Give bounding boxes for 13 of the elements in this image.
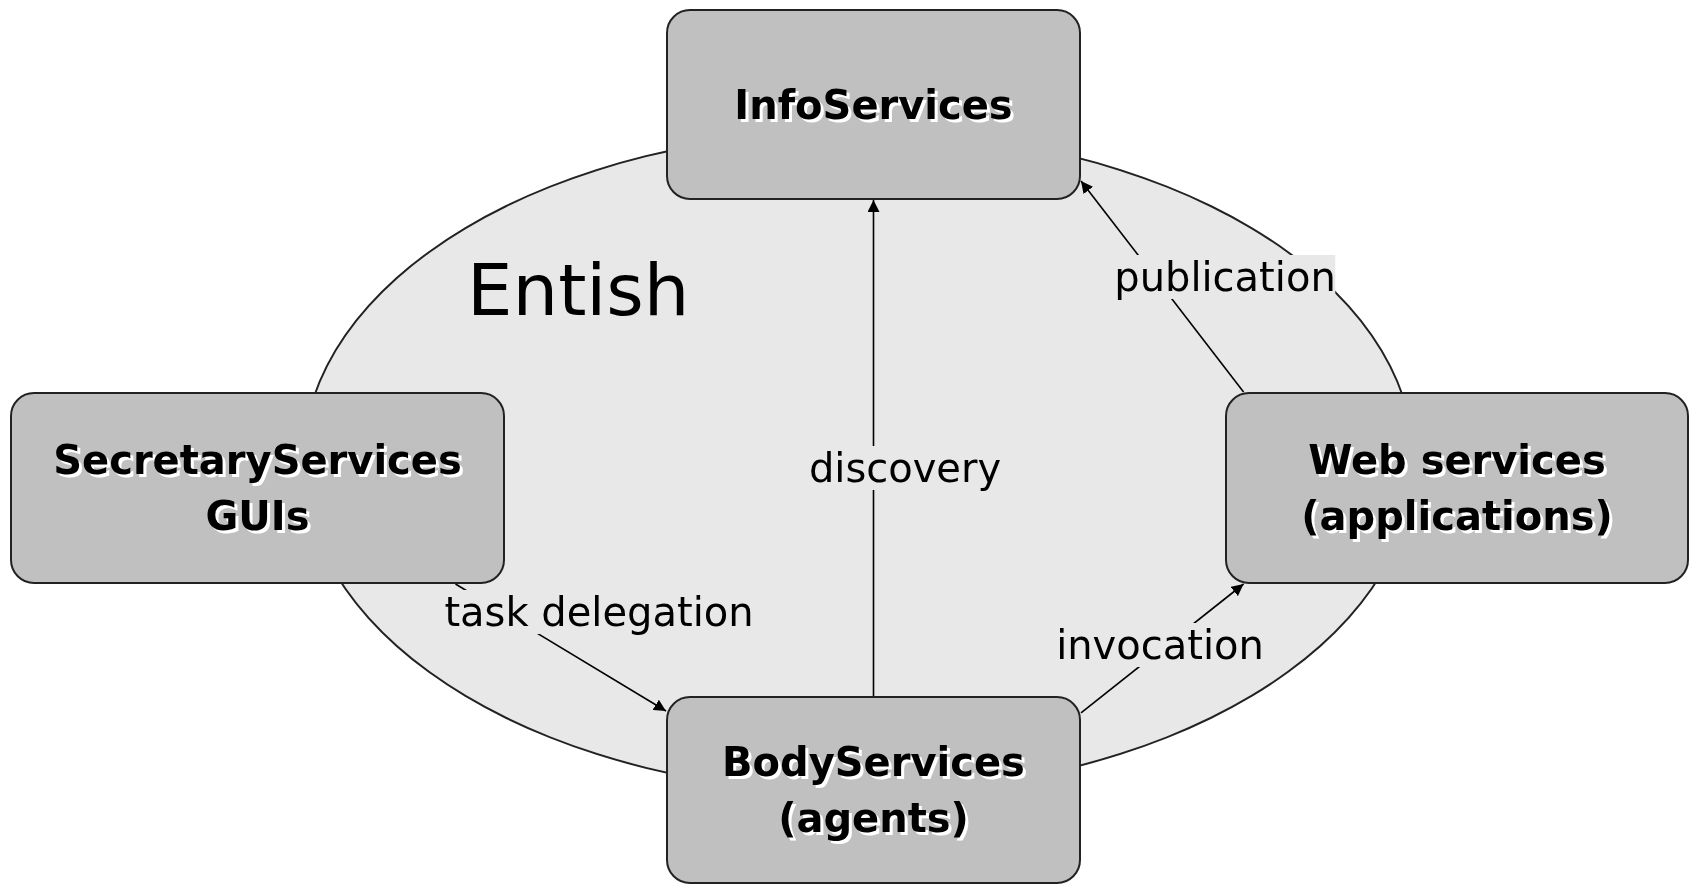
service-box bbox=[1225, 392, 1689, 584]
service-label: InfoServices bbox=[734, 80, 1013, 130]
edge-label: task delegation bbox=[444, 590, 754, 634]
service-label: Web services (applications) bbox=[1300, 436, 1614, 541]
arrow bbox=[867, 199, 880, 697]
service-box bbox=[666, 696, 1081, 884]
service-box bbox=[666, 9, 1081, 200]
edge-label: publication bbox=[1114, 255, 1336, 299]
edge-label: discovery bbox=[808, 446, 1002, 490]
service-label: SecretaryServices GUIs bbox=[52, 436, 463, 541]
service-label: BodyServices (agents) bbox=[721, 738, 1026, 843]
region-label: Entish bbox=[467, 248, 690, 332]
service-box bbox=[10, 392, 505, 584]
